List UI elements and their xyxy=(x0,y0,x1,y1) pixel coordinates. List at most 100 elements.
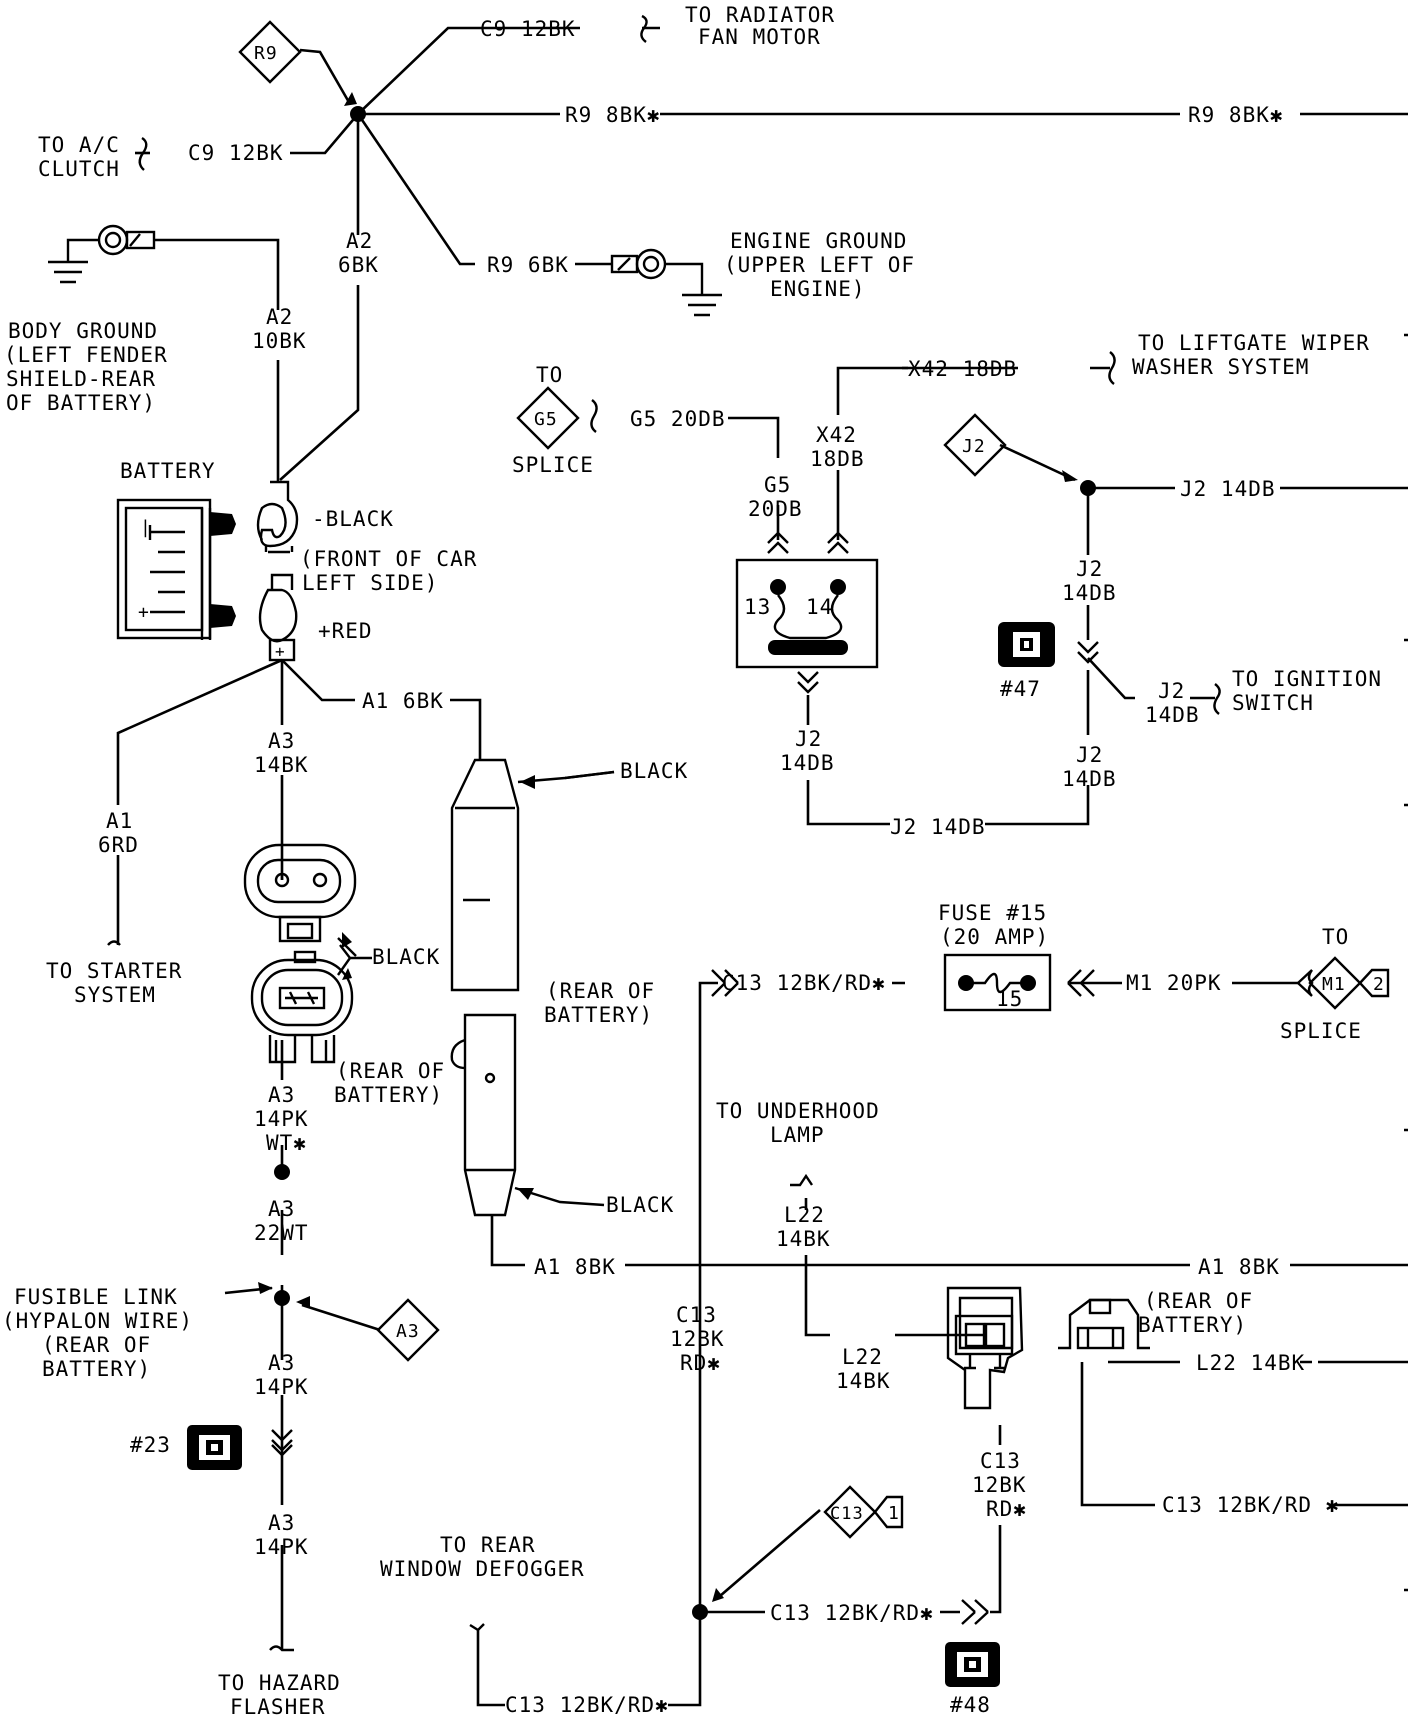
wire-r9-6bk xyxy=(356,113,475,266)
label-engine-ground-1: ENGINE GROUND xyxy=(730,229,907,253)
label-c13-pin: 1 xyxy=(888,1503,900,1524)
label-j2-14db-d1: J2 xyxy=(1076,743,1103,767)
housing-upper xyxy=(450,758,615,992)
label-fusible-1: FUSIBLE LINK xyxy=(14,1285,178,1309)
connector-48-icon xyxy=(945,1642,1000,1687)
label-pin-14: 14 xyxy=(806,595,833,619)
label-to-rear-1: TO REAR xyxy=(440,1533,536,1557)
label-battery: BATTERY xyxy=(120,459,216,483)
label-j2-14db-h: J2 14DB xyxy=(890,815,986,839)
wire-c9-to-radiator xyxy=(357,26,580,115)
label-m1-diamond: M1 xyxy=(1322,974,1346,995)
wire-c13-relay-down xyxy=(990,1425,1002,1614)
wire-a2-10bk xyxy=(154,238,280,482)
splice-dot-a3 xyxy=(274,1164,290,1180)
label-body-ground-2: (LEFT FENDER xyxy=(4,343,168,367)
label-fusible-2: (HYPALON WIRE) xyxy=(2,1309,193,1333)
a3-diamond xyxy=(376,1298,440,1362)
label-black-1: BLACK xyxy=(620,759,688,783)
label-a2-6bk-2: 6BK xyxy=(338,253,379,277)
label-g5-20db-2: 20DB xyxy=(748,497,803,521)
engine-ground-terminal xyxy=(610,248,722,317)
label-c13-w2: 12BK xyxy=(972,1473,1027,1497)
wire-x42-18db xyxy=(836,366,1018,540)
splice-dot-j2 xyxy=(1080,480,1096,496)
label-r9-8bk-2: R9 8BK✱ xyxy=(1188,103,1284,127)
label-to-starter-2: SYSTEM xyxy=(74,983,156,1007)
label-a1-8bk-2: A1 8BK xyxy=(1198,1255,1280,1279)
labels: C9 12BK TO RADIATOR FAN MOTOR R9 R9 8BK✱… xyxy=(2,3,1384,1718)
label-to-radiator-1: TO RADIATOR xyxy=(685,3,835,27)
battery-symbol: | + xyxy=(116,498,236,640)
label-r9-8bk-1: R9 8BK✱ xyxy=(565,103,661,127)
connector-a3-lower xyxy=(250,950,354,1064)
label-to-hazard-2: FLASHER xyxy=(230,1695,326,1718)
label-conn-23: #23 xyxy=(130,1433,171,1457)
label-to-starter-1: TO STARTER xyxy=(46,959,182,983)
wires xyxy=(116,26,1408,1707)
m1-splice-symbol xyxy=(1296,956,1390,1010)
symbols: | + + xyxy=(48,14,1408,1687)
label-a2-10bk-2: 10BK xyxy=(252,329,307,353)
j2-diamond xyxy=(943,413,1007,477)
label-j2-14db-top: J2 14DB xyxy=(1180,477,1276,501)
relay-l22-socket xyxy=(946,1286,1024,1410)
label-to-underhood-1: TO UNDERHOOD xyxy=(716,1099,880,1123)
connector-47-icon xyxy=(998,622,1055,667)
svg-text:+: + xyxy=(138,602,150,623)
label-to-g5: TO xyxy=(536,363,563,387)
svg-text:|: | xyxy=(140,517,152,538)
label-c13-mid: C13 12BK/RD✱ xyxy=(770,1601,934,1625)
wire-l22-14bk xyxy=(804,1198,985,1337)
label-a1-8bk-1: A1 8BK xyxy=(534,1255,616,1279)
wire-c13-bottom xyxy=(476,1630,702,1707)
label-to-radiator-2: FAN MOTOR xyxy=(698,25,821,49)
label-to-rear-2: WINDOW DEFOGGER xyxy=(380,1557,585,1581)
label-c13-v1: C13 xyxy=(676,1303,717,1327)
wire-r9-diamond-arrow xyxy=(299,48,352,105)
label-j2-14db-d2: 14DB xyxy=(1062,767,1117,791)
label-j2-14db-a1: J2 xyxy=(795,727,822,751)
label-c13-v3: RD✱ xyxy=(680,1351,721,1375)
label-a3-14bk-2: 14BK xyxy=(254,753,309,777)
svg-text:+: + xyxy=(275,642,286,661)
wire-a1-8bk xyxy=(490,1215,1408,1267)
label-a3-14pk-2b: 14PK xyxy=(254,1535,309,1559)
label-j2-14db-c1: J2 xyxy=(1158,679,1185,703)
negative-clamp xyxy=(256,480,299,554)
splice-dot-r9 xyxy=(350,106,366,122)
label-a3-14pkwt-1: A3 xyxy=(268,1083,295,1107)
label-a3-14bk-1: A3 xyxy=(268,729,295,753)
label-splice-m1: SPLICE xyxy=(1280,1019,1362,1043)
label-fuse-2: (20 AMP) xyxy=(940,925,1049,949)
label-c9-top: C9 12BK xyxy=(480,17,576,41)
label-fusible-3: (REAR OF xyxy=(42,1333,151,1357)
positive-clamp: + xyxy=(258,573,298,662)
label-a3-14pk-2a: A3 xyxy=(268,1511,295,1535)
label-to-ac-2: CLUTCH xyxy=(38,157,120,181)
label-x42-2: 18DB xyxy=(810,447,865,471)
label-c13-v2: 12BK xyxy=(670,1327,725,1351)
connector-a3-upper xyxy=(243,843,357,943)
label-body-ground-4: OF BATTERY) xyxy=(6,391,156,415)
label-to-liftgate-2: WASHER SYSTEM xyxy=(1132,355,1309,379)
label-l22-14bk-a1: L22 xyxy=(784,1203,825,1227)
label-r9-6bk: R9 6BK xyxy=(487,253,569,277)
label-j2-14db-b1: J2 xyxy=(1076,557,1103,581)
label-pos-red: +RED xyxy=(318,619,373,643)
label-r9-diamond: R9 xyxy=(254,43,278,64)
c13-splice-symbol xyxy=(823,1485,904,1539)
label-rear-batt-a-2: BATTERY) xyxy=(544,1003,653,1027)
label-a1-6rd-1: A1 xyxy=(106,809,133,833)
label-l22-14bk-a2: 14BK xyxy=(776,1227,831,1251)
label-g5-20db-h: G5 20DB xyxy=(630,407,726,431)
housing-lower xyxy=(450,1013,605,1217)
label-a2-6bk-1: A2 xyxy=(346,229,373,253)
label-j2-14db-b2: 14DB xyxy=(1062,581,1117,605)
label-j2-diamond: J2 xyxy=(962,436,986,457)
label-to-ign-2: SWITCH xyxy=(1232,691,1314,715)
label-a3-diamond: A3 xyxy=(396,1321,420,1342)
label-c13-diamond: C13 xyxy=(830,1504,864,1524)
label-fuse-num: 15 xyxy=(996,987,1023,1011)
label-c13-right: C13 12BK/RD ✱ xyxy=(1162,1493,1339,1517)
